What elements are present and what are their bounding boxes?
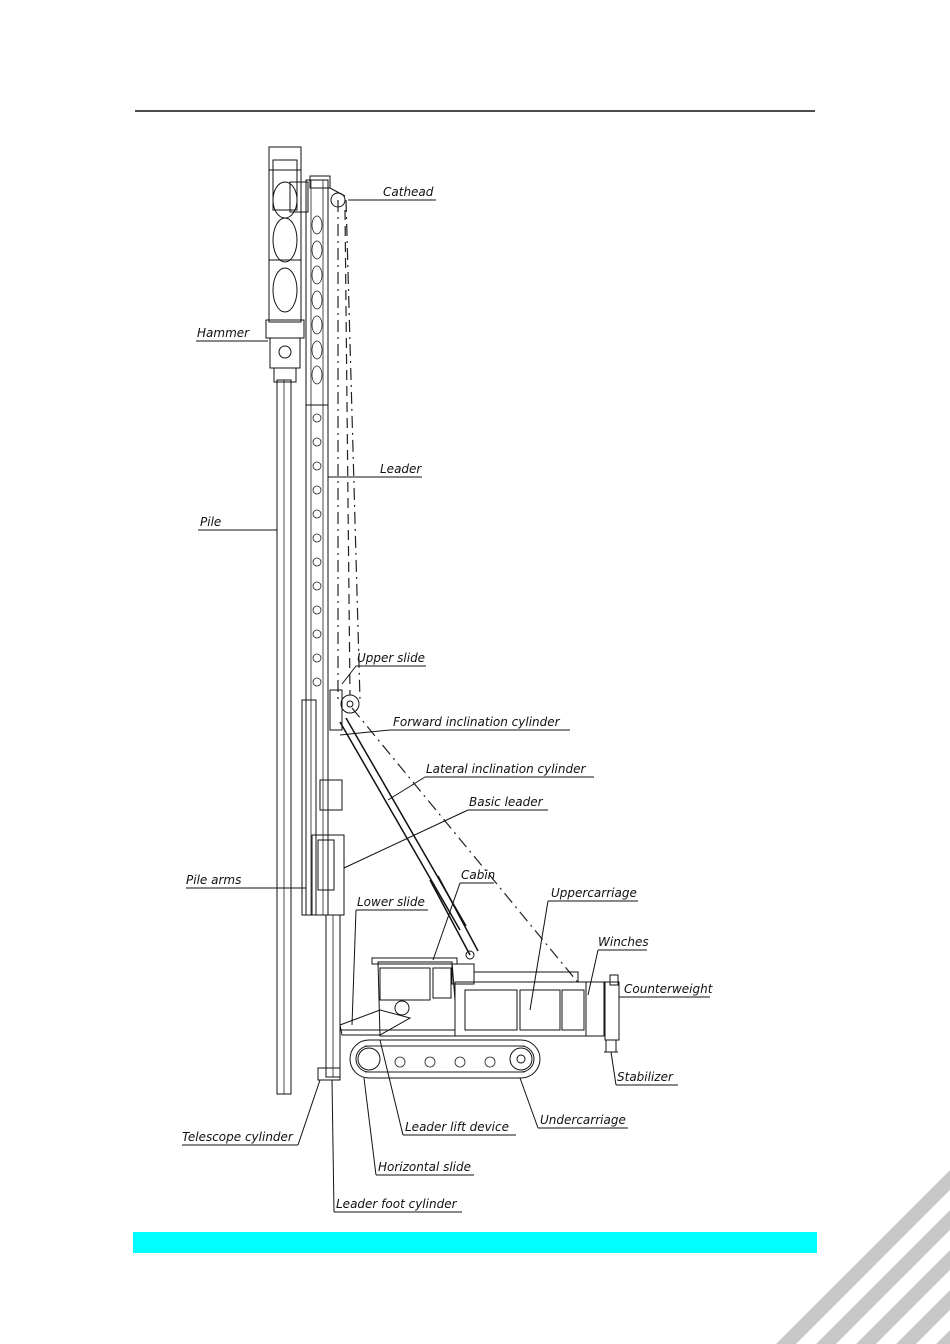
label-cathead: Cathead (383, 185, 434, 199)
label-basic-leader: Basic leader (469, 795, 544, 809)
leader-shape (290, 176, 345, 915)
upper-slide-pulley (341, 695, 359, 713)
label-pile: Pile (200, 515, 221, 529)
footer-bar (133, 1232, 817, 1253)
label-stabilizer: Stabilizer (617, 1070, 674, 1084)
label-counterweight: Counterweight (624, 982, 714, 996)
label-winches: Winches (598, 935, 649, 949)
label-leader: Leader (380, 462, 422, 476)
callout-lines (182, 200, 710, 1212)
undercarriage-shape (350, 1040, 540, 1078)
label-lateral-inclination-cylinder: Lateral inclination cylinder (426, 762, 587, 776)
pile-driver-drawing (266, 147, 619, 1094)
guide-line (352, 708, 580, 985)
label-horizontal-slide: Horizontal slide (378, 1160, 471, 1174)
label-upper-slide: Upper slide (357, 651, 425, 665)
label-leader-foot-cylinder: Leader foot cylinder (336, 1197, 458, 1211)
cable-2 (346, 200, 360, 700)
uppercarriage-shape (340, 958, 619, 1052)
forward-inclination-cylinder-shape (340, 718, 478, 959)
label-telescope-cylinder: Telescope cylinder (182, 1130, 294, 1144)
cable-3 (345, 210, 350, 695)
label-leader-lift-device: Leader lift device (405, 1120, 509, 1134)
label-lower-slide: Lower slide (357, 895, 425, 909)
label-hammer: Hammer (197, 326, 250, 340)
label-undercarriage: Undercarriage (540, 1113, 626, 1127)
label-uppercarriage: Uppercarriage (551, 886, 637, 900)
label-forward-inclination-cylinder: Forward inclination cylinder (393, 715, 561, 729)
corner-stripes (770, 1170, 950, 1344)
pile-shape (277, 380, 291, 1094)
label-cabin: Cabin (461, 868, 495, 882)
labels: Cathead Hammer Leader Pile Upper slide F… (182, 185, 714, 1211)
label-pile-arms: Pile arms (186, 873, 241, 887)
